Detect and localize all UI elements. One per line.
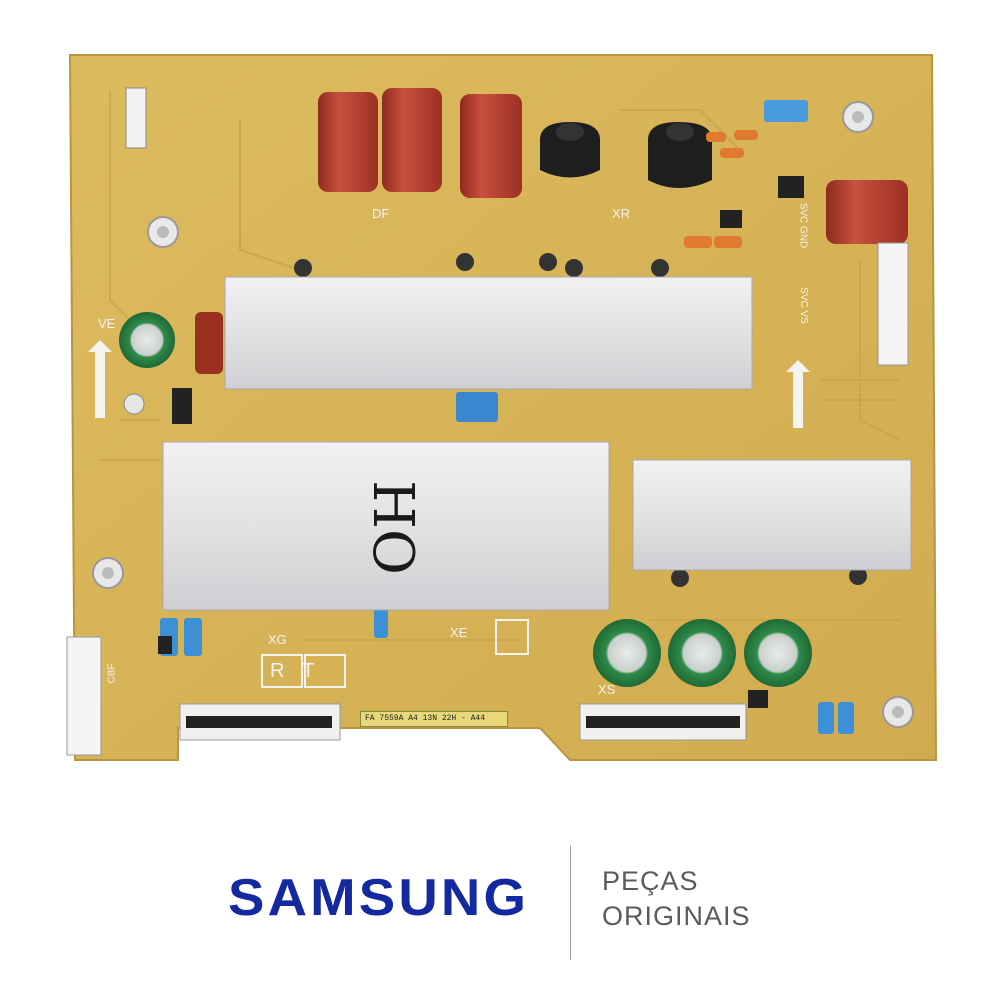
silk-arrows xyxy=(88,340,810,428)
silk-label-rt: RT xyxy=(270,660,333,682)
pcb-traces xyxy=(100,90,901,641)
silk-label-xs: XS xyxy=(598,682,616,697)
label-sticker: FA 7559A A4 13N 22H - A44 xyxy=(360,711,508,727)
brand-footer: SAMSUNG PEÇAS ORIGINAIS xyxy=(0,840,1000,960)
silk-label-ve: VE xyxy=(98,316,116,331)
small-components xyxy=(123,100,867,734)
heatsink-right xyxy=(632,459,912,571)
heatsinks xyxy=(162,276,912,611)
samsung-logo: SAMSUNG xyxy=(228,869,530,927)
mounting-holes xyxy=(92,101,914,728)
silk-label-xg: XG xyxy=(268,632,287,647)
heatsink-left xyxy=(162,441,610,611)
tagline: PEÇAS ORIGINAIS xyxy=(602,864,751,934)
black-inductors xyxy=(540,122,712,188)
silk-boxes xyxy=(261,619,529,688)
brand-divider xyxy=(570,846,571,960)
tagline-line-2: ORIGINAIS xyxy=(602,901,751,931)
heatsink-top xyxy=(224,276,753,390)
heatsink-marking: HO xyxy=(359,480,425,575)
silk-label-svc-gnd: SVC GND xyxy=(797,202,809,249)
silk-label-svc-vs: SVC VS xyxy=(797,287,809,324)
electrolytic-capacitors xyxy=(119,312,812,687)
tagline-line-1: PEÇAS xyxy=(602,866,699,896)
silk-label-cbf: CBF xyxy=(106,663,118,684)
silk-label-xr: XR xyxy=(612,206,631,221)
silk-label-df: DF xyxy=(372,206,390,221)
ribbon-connector-top xyxy=(125,87,147,149)
silk-label-xe: XE xyxy=(450,625,468,640)
red-film-capacitors xyxy=(195,88,908,374)
